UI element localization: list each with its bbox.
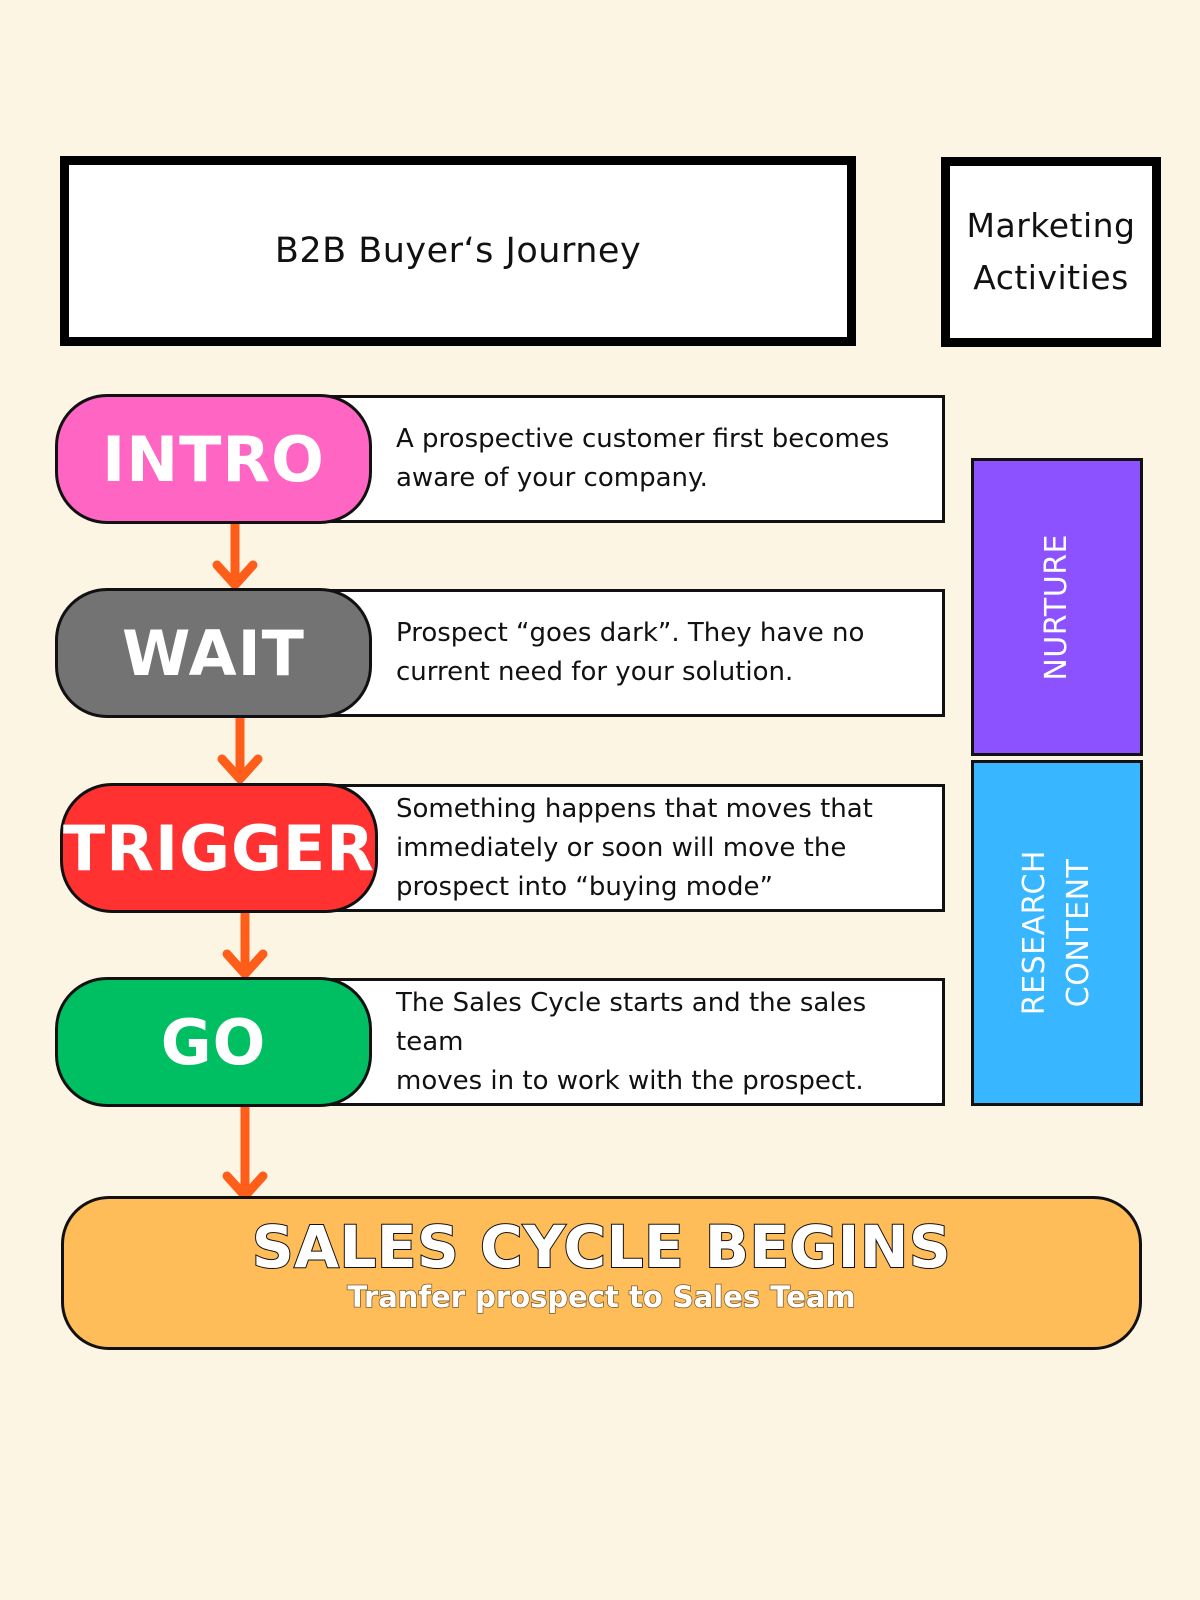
stage-trigger-label: TRIGGER — [63, 811, 375, 885]
activity-nurture-box: NURTURE — [971, 458, 1143, 756]
journey-title: B2B Buyer‘s Journey — [274, 231, 642, 271]
stage-go-label: GO — [160, 1005, 267, 1079]
stage-intro-pill: INTRO — [55, 394, 372, 524]
stage-intro-description: A prospective customer first becomes awa… — [396, 424, 890, 493]
stage-go-description-box: The Sales Cycle starts and the sales tea… — [300, 978, 945, 1106]
arrow-wait-to-trigger — [217, 712, 263, 784]
marketing-activities-box: Marketing Activities — [941, 157, 1161, 347]
marketing-activities-title: Marketing Activities — [966, 206, 1136, 297]
stage-trigger-description: Something happens that moves that immedi… — [396, 793, 873, 902]
stage-wait-description: Prospect “goes dark”. They have no curre… — [396, 618, 865, 687]
sales-cycle-subtitle: Tranfer prospect to Sales Team — [347, 1279, 857, 1315]
sales-cycle-title: SALES CYCLE BEGINS — [251, 1213, 952, 1281]
stage-wait-description-box: Prospect “goes dark”. They have no curre… — [300, 589, 945, 717]
stage-trigger-pill: TRIGGER — [60, 783, 378, 913]
activity-research-content-box: RESEARCH CONTENT — [971, 760, 1143, 1106]
arrow-intro-to-wait — [212, 518, 258, 590]
activity-research-content-label: RESEARCH CONTENT — [1017, 850, 1096, 1016]
journey-title-box: B2B Buyer‘s Journey — [60, 156, 856, 346]
stage-intro-label: INTRO — [102, 422, 325, 496]
activity-nurture-label: NURTURE — [1039, 533, 1074, 681]
stage-intro-description-box: A prospective customer first becomes awa… — [300, 395, 945, 523]
stage-wait-pill: WAIT — [55, 588, 372, 718]
stage-wait-label: WAIT — [122, 616, 305, 690]
arrow-go-to-sales-cycle — [222, 1101, 268, 1201]
stage-go-pill: GO — [55, 977, 372, 1107]
arrow-trigger-to-go — [222, 907, 268, 979]
stage-trigger-description-box: Something happens that moves that immedi… — [300, 784, 945, 912]
stage-go-description: The Sales Cycle starts and the sales tea… — [396, 987, 867, 1096]
sales-cycle-begins-box: SALES CYCLE BEGINS Tranfer prospect to S… — [61, 1196, 1142, 1350]
